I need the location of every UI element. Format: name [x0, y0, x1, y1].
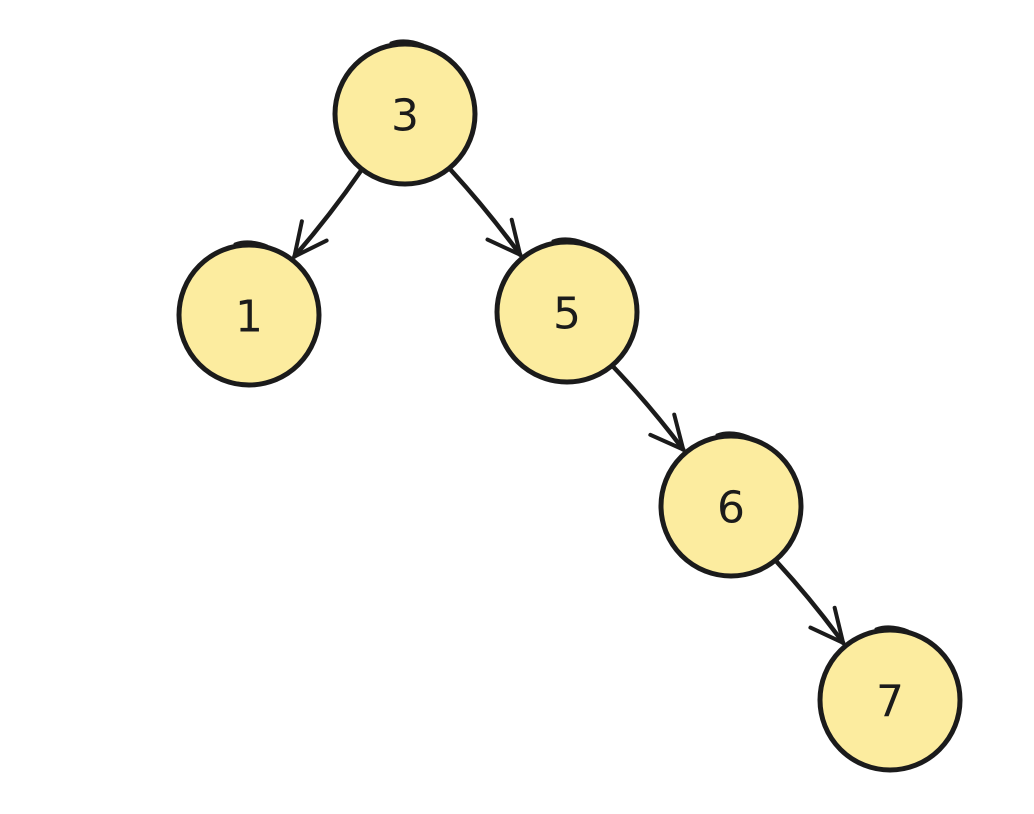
tree-node-7: 7 — [817, 625, 963, 773]
node-circle — [176, 242, 322, 388]
node-sketch-stroke — [551, 237, 587, 245]
node-sketch-stroke — [233, 240, 269, 248]
node-circle — [817, 627, 963, 773]
node-sketch-stroke — [874, 625, 910, 633]
edge-n3-n1 — [292, 168, 364, 259]
edge-line — [292, 168, 364, 259]
node-label: 5 — [553, 289, 581, 340]
arrowhead — [485, 217, 523, 257]
node-sketch-stroke — [389, 39, 425, 47]
node-label: 7 — [876, 677, 904, 728]
node-label: 3 — [391, 91, 419, 142]
arrowhead — [808, 605, 846, 645]
edge-n6-n7 — [774, 559, 846, 646]
tree-node-5: 5 — [494, 237, 640, 385]
tree-node-6: 6 — [658, 431, 804, 579]
node-label: 1 — [235, 292, 263, 343]
nodes-layer: 3 1 5 6 7 — [176, 39, 963, 773]
edge-line — [611, 364, 686, 452]
node-circle — [332, 41, 478, 187]
edge-n3-n5 — [448, 167, 523, 257]
edge-n5-n6 — [611, 364, 686, 452]
arrowhead — [292, 219, 329, 259]
edges-layer — [292, 167, 846, 646]
arrowhead — [648, 412, 686, 452]
node-circle — [658, 433, 804, 579]
node-circle — [494, 239, 640, 385]
node-label: 6 — [717, 483, 745, 534]
tree-node-3: 3 — [332, 39, 478, 187]
edge-line — [448, 167, 523, 257]
tree-node-1: 1 — [176, 240, 322, 388]
node-sketch-stroke — [715, 431, 751, 439]
edge-line — [774, 559, 846, 646]
